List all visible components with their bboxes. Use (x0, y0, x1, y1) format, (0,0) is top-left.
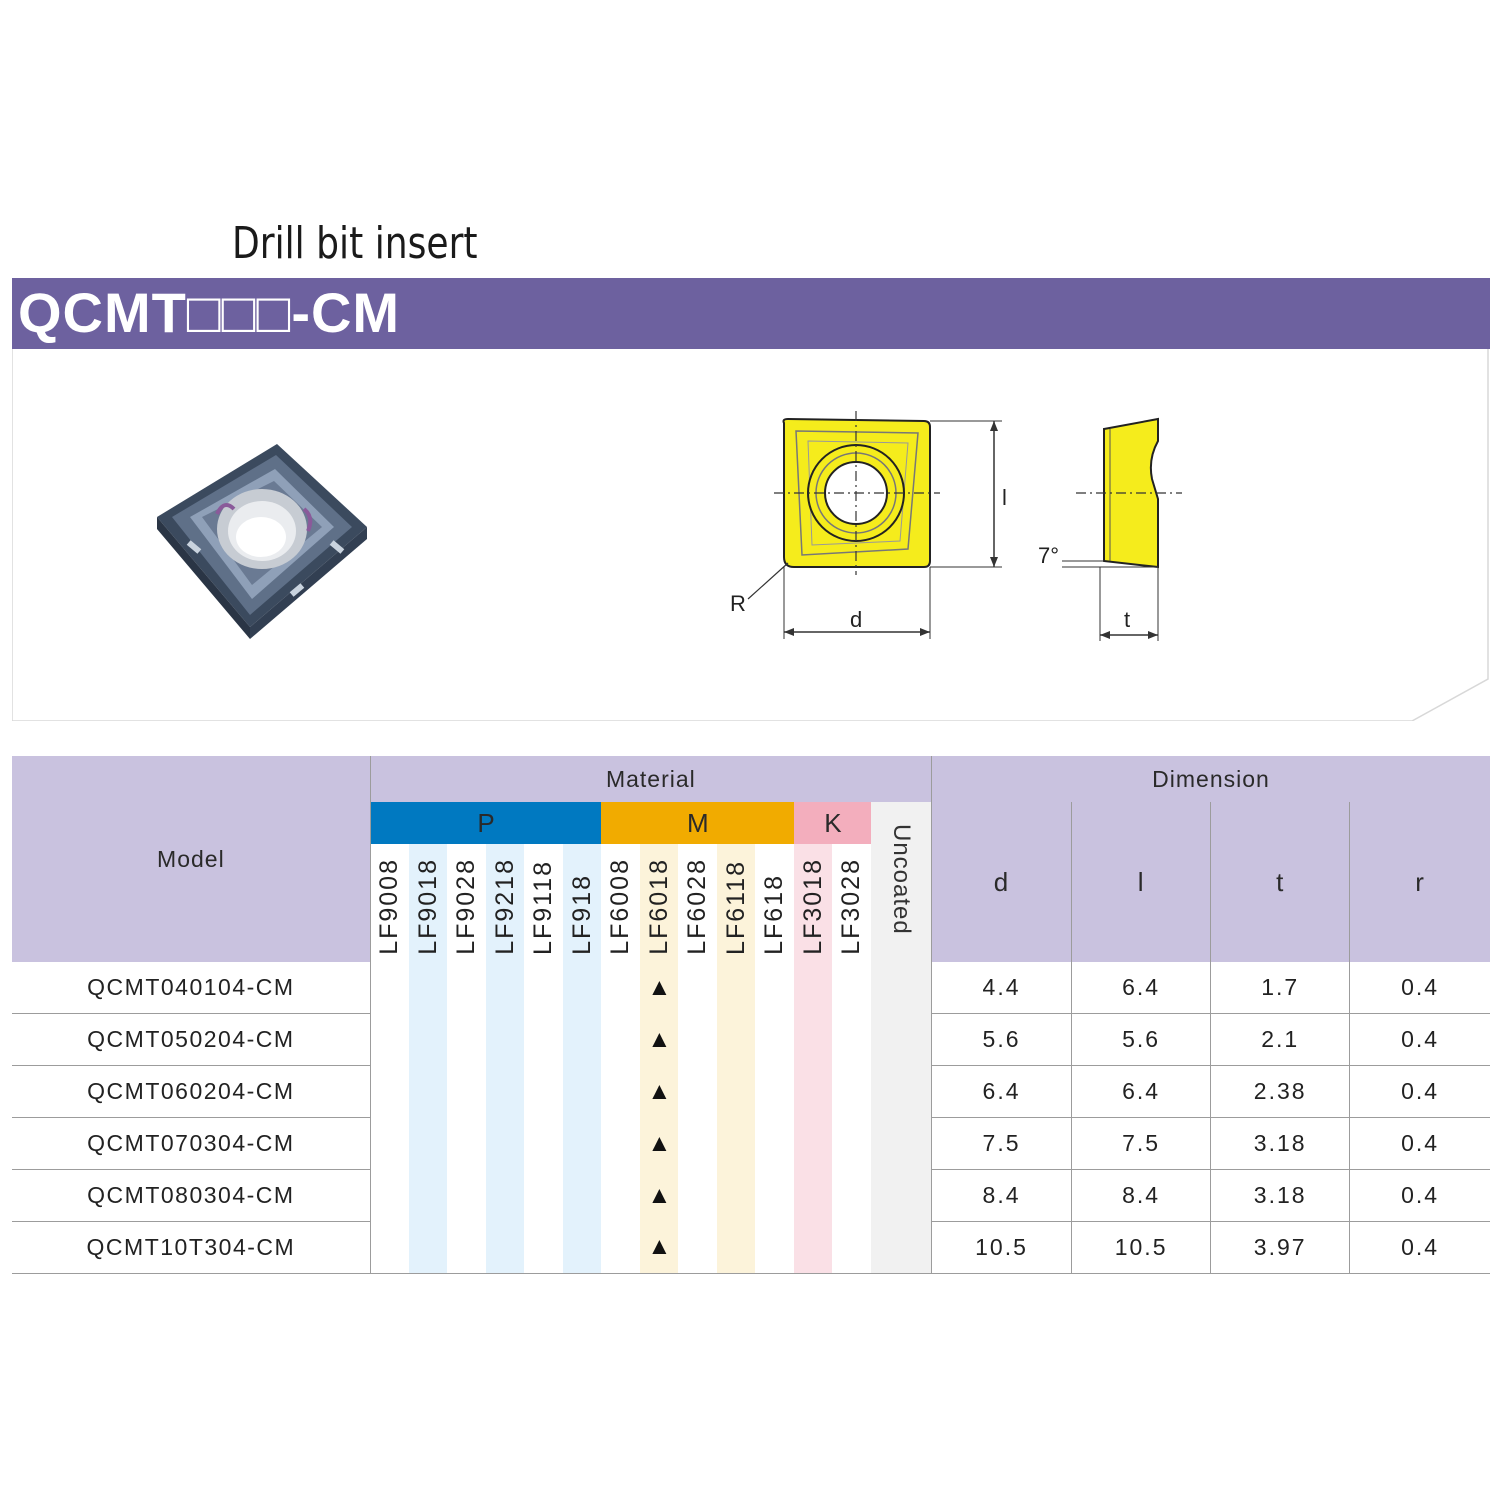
model-cell: QCMT060204-CM (12, 1065, 371, 1118)
grade-lf9028: LF9028 (452, 858, 481, 955)
dim-t: 1.7 (1210, 962, 1350, 1014)
header-model: Model (12, 756, 371, 962)
uncoated-label: Uncoated (888, 824, 916, 935)
dim-r: 0.4 (1349, 962, 1490, 1014)
dim-t: 2.38 (1210, 1065, 1350, 1118)
table-row: QCMT10T304-CM ▲ 10.5 10.5 3.97 0.4 (12, 1221, 1490, 1274)
model-cell: QCMT070304-CM (12, 1117, 371, 1170)
header-dimension: Dimension (930, 756, 1490, 802)
grade-lf9018: LF9018 (409, 844, 448, 962)
dim-label-r: R (730, 591, 746, 616)
table-row: QCMT060204-CM ▲ 6.4 6.4 2.38 0.4 (12, 1065, 1490, 1118)
page-subtitle: Drill bit insert (232, 218, 478, 269)
dim-l: 6.4 (1071, 1065, 1211, 1118)
header-material: Material (369, 756, 932, 802)
group-k: K (794, 802, 872, 844)
table-row: QCMT050204-CM ▲ 5.6 5.6 2.1 0.4 (12, 1013, 1490, 1066)
model-cell: QCMT080304-CM (12, 1169, 371, 1222)
dim-d: 6.4 (930, 1065, 1072, 1118)
header-t: t (1210, 802, 1350, 962)
availability-mark: ▲ (640, 1013, 679, 1066)
dim-l: 8.4 (1071, 1169, 1211, 1222)
model-cell: QCMT10T304-CM (12, 1221, 371, 1274)
dim-d: 10.5 (930, 1221, 1072, 1274)
dim-l: 7.5 (1071, 1117, 1211, 1170)
dim-l: 10.5 (1071, 1221, 1211, 1274)
insert-illustration: l d R 7° t (12, 349, 1489, 721)
availability-mark: ▲ (640, 1169, 679, 1222)
table-row: QCMT080304-CM ▲ 8.4 8.4 3.18 0.4 (12, 1169, 1490, 1222)
header-r: r (1349, 802, 1490, 962)
dim-label-l: l (1002, 485, 1007, 510)
availability-mark: ▲ (640, 1065, 679, 1118)
dim-r: 0.4 (1349, 1117, 1490, 1170)
dim-label-angle: 7° (1038, 543, 1059, 568)
table-row: QCMT070304-CM ▲ 7.5 7.5 3.18 0.4 (12, 1117, 1490, 1170)
grade-lf9218: LF9218 (486, 844, 525, 962)
grade-lf618: LF618 (760, 874, 789, 955)
table-row: QCMT040104-CM ▲ 4.4 6.4 1.7 0.4 (12, 962, 1490, 1014)
model-cell: QCMT050204-CM (12, 1013, 371, 1066)
availability-mark: ▲ (640, 962, 679, 1014)
grade-lf9008: LF9008 (369, 844, 410, 962)
grade-lf6118: LF6118 (717, 844, 756, 962)
dim-r: 0.4 (1349, 1065, 1490, 1118)
dim-r: 0.4 (1349, 1221, 1490, 1274)
grade-lf6018: LF6018 (640, 844, 679, 962)
product-image-panel: l d R 7° t (12, 349, 1490, 721)
header-l: l (1071, 802, 1211, 962)
header-uncoated: Uncoated (871, 802, 932, 962)
group-m: M (601, 802, 795, 844)
availability-mark: ▲ (640, 1117, 679, 1170)
grade-lf3028: LF3028 (837, 858, 866, 955)
dim-label-t: t (1124, 607, 1130, 632)
dim-label-d: d (850, 607, 862, 632)
dim-d: 5.6 (930, 1013, 1072, 1066)
dim-r: 0.4 (1349, 1169, 1490, 1222)
dim-l: 5.6 (1071, 1013, 1211, 1066)
grade-lf6028: LF6028 (683, 858, 712, 955)
grade-lf6008: LF6008 (606, 858, 635, 955)
group-p: P (369, 802, 602, 844)
availability-mark: ▲ (640, 1221, 679, 1274)
dim-l: 6.4 (1071, 962, 1211, 1014)
spec-table: Model Material Dimension P M K Uncoated … (12, 756, 1490, 1274)
grade-lf9118: LF9118 (529, 860, 558, 955)
dim-d: 7.5 (930, 1117, 1072, 1170)
dim-t: 3.18 (1210, 1117, 1350, 1170)
grade-lf3018: LF3018 (794, 844, 833, 962)
dim-d: 4.4 (930, 962, 1072, 1014)
dim-r: 0.4 (1349, 1013, 1490, 1066)
insert-photo (157, 444, 367, 639)
insert-front-view (747, 411, 1002, 639)
insert-side-view (1062, 417, 1182, 641)
title-banner: QCMT□□□-CM (12, 278, 1490, 349)
model-cell: QCMT040104-CM (12, 962, 371, 1014)
dim-t: 3.97 (1210, 1221, 1350, 1274)
header-d: d (930, 802, 1072, 962)
grade-lf918: LF918 (563, 844, 602, 962)
dim-t: 3.18 (1210, 1169, 1350, 1222)
dim-t: 2.1 (1210, 1013, 1350, 1066)
banner-title: QCMT□□□-CM (18, 281, 401, 344)
dim-d: 8.4 (930, 1169, 1072, 1222)
